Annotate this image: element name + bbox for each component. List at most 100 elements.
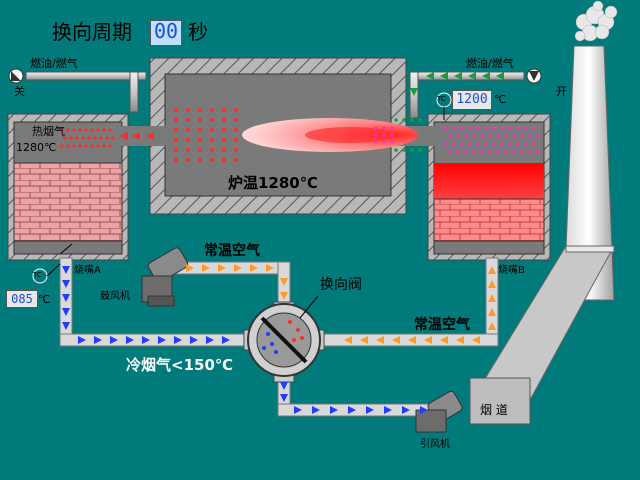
cycle-unit: 秒	[188, 20, 208, 44]
valve-particle	[288, 320, 292, 324]
air-particle	[500, 142, 504, 146]
air-particle	[444, 126, 448, 130]
air-particle	[496, 134, 500, 138]
hot-particle	[222, 118, 226, 122]
flow-arrow-cold	[348, 406, 356, 414]
tc-sensor-right-icon	[436, 92, 452, 120]
flow-arrow-fuel	[468, 72, 476, 80]
flow-arrow-cold	[312, 406, 320, 414]
left-temp-unit: ℃	[38, 293, 51, 306]
air-particle	[374, 126, 378, 130]
fuel-right-state: 开	[556, 85, 567, 98]
flow-arrow-cold	[158, 336, 166, 344]
hot-particle	[174, 138, 178, 142]
flow-arrow-cold	[420, 406, 428, 414]
air-particle	[460, 126, 464, 130]
cycle-value-display[interactable]: 00	[150, 20, 182, 46]
flow-arrow-air	[280, 278, 288, 286]
nozzle-a-label: 烧嘴A	[74, 265, 101, 276]
flow-arrow-cold	[384, 406, 392, 414]
hot-particle	[72, 128, 76, 132]
valve-particle	[300, 336, 304, 340]
nozzle-a-pointer	[59, 243, 73, 255]
flow-arrow-cold	[62, 308, 70, 316]
hot-particle	[60, 128, 64, 132]
air-particle	[374, 140, 378, 144]
flow-arrow-cold	[78, 336, 86, 344]
air-particle	[480, 150, 484, 154]
valve-particle	[296, 328, 300, 332]
hot-particle	[102, 144, 106, 148]
air-particle	[456, 134, 460, 138]
flue-label: 烟 道	[480, 403, 508, 417]
flow-arrow-air	[488, 266, 496, 274]
hot-particle	[63, 136, 67, 140]
hot-particle	[198, 128, 202, 132]
flow-arrow-air	[186, 264, 194, 272]
fuel-valve-right-icon[interactable]	[526, 68, 542, 84]
hot-particle	[174, 148, 178, 152]
hot-particle	[186, 118, 190, 122]
hot-particle	[186, 108, 190, 112]
air-particle	[524, 142, 528, 146]
induced-fan-icon[interactable]	[415, 390, 463, 433]
hot-particle	[105, 136, 109, 140]
air-particle	[476, 142, 480, 146]
flow-arrow-air	[392, 336, 400, 344]
hot-particle	[75, 136, 79, 140]
flow-arrow-air	[376, 336, 384, 344]
flow-arrow-air	[488, 308, 496, 316]
valve-particle	[292, 338, 296, 342]
flow-arrow-fuel	[440, 72, 448, 80]
flow-arrow-cold	[62, 280, 70, 288]
fuel-particle	[402, 148, 406, 152]
air-particle	[504, 150, 508, 154]
flow-arrow-air	[488, 322, 496, 330]
blower-icon[interactable]	[141, 246, 189, 307]
fuel-particle	[418, 148, 422, 152]
air-particle	[444, 142, 448, 146]
air-particle	[528, 134, 532, 138]
flow-arrow-fuel	[496, 72, 504, 80]
fuel-particle	[410, 148, 414, 152]
air-particle	[520, 134, 524, 138]
fuel-pipe-left	[25, 71, 147, 113]
fuel-valve-left-icon[interactable]	[8, 68, 24, 84]
air-particle	[536, 134, 540, 138]
flow-arrow-air	[218, 264, 226, 272]
hot-particle	[174, 158, 178, 162]
air-particle	[472, 134, 476, 138]
hot-particle	[84, 128, 88, 132]
flow-arrow-air	[266, 264, 274, 272]
fuel-left-state: 关	[14, 85, 25, 98]
flow-arrow-cold	[222, 336, 230, 344]
air-particle	[520, 150, 524, 154]
flow-arrow-cold	[110, 336, 118, 344]
valve-particle	[274, 350, 278, 354]
right-regenerator	[427, 113, 551, 261]
air-particle	[382, 126, 386, 130]
hot-particle	[198, 108, 202, 112]
flow-arrow-cold	[366, 406, 374, 414]
flow-arrow-cold	[174, 336, 182, 344]
flow-arrow-air	[250, 264, 258, 272]
flow-arrow-fuel	[410, 88, 418, 96]
tc-sensor-left-icon	[32, 263, 61, 284]
reversing-valve[interactable]	[243, 301, 325, 383]
air-particle	[484, 142, 488, 146]
air-particle	[382, 133, 386, 137]
flow-arrow-hot	[146, 132, 154, 140]
fuel-right-label: 燃油/燃气	[466, 57, 514, 70]
air-particle	[492, 142, 496, 146]
air-particle	[536, 150, 540, 154]
flow-arrow-fuel	[482, 72, 490, 80]
tc-right-tag: TC	[437, 95, 446, 103]
hot-particle	[96, 128, 100, 132]
flow-arrow-fuel	[426, 72, 434, 80]
hot-particle	[210, 108, 214, 112]
fuel-particle	[410, 118, 414, 122]
air-particle	[464, 150, 468, 154]
hot-particle	[210, 158, 214, 162]
flow-arrow-cold	[280, 394, 288, 402]
